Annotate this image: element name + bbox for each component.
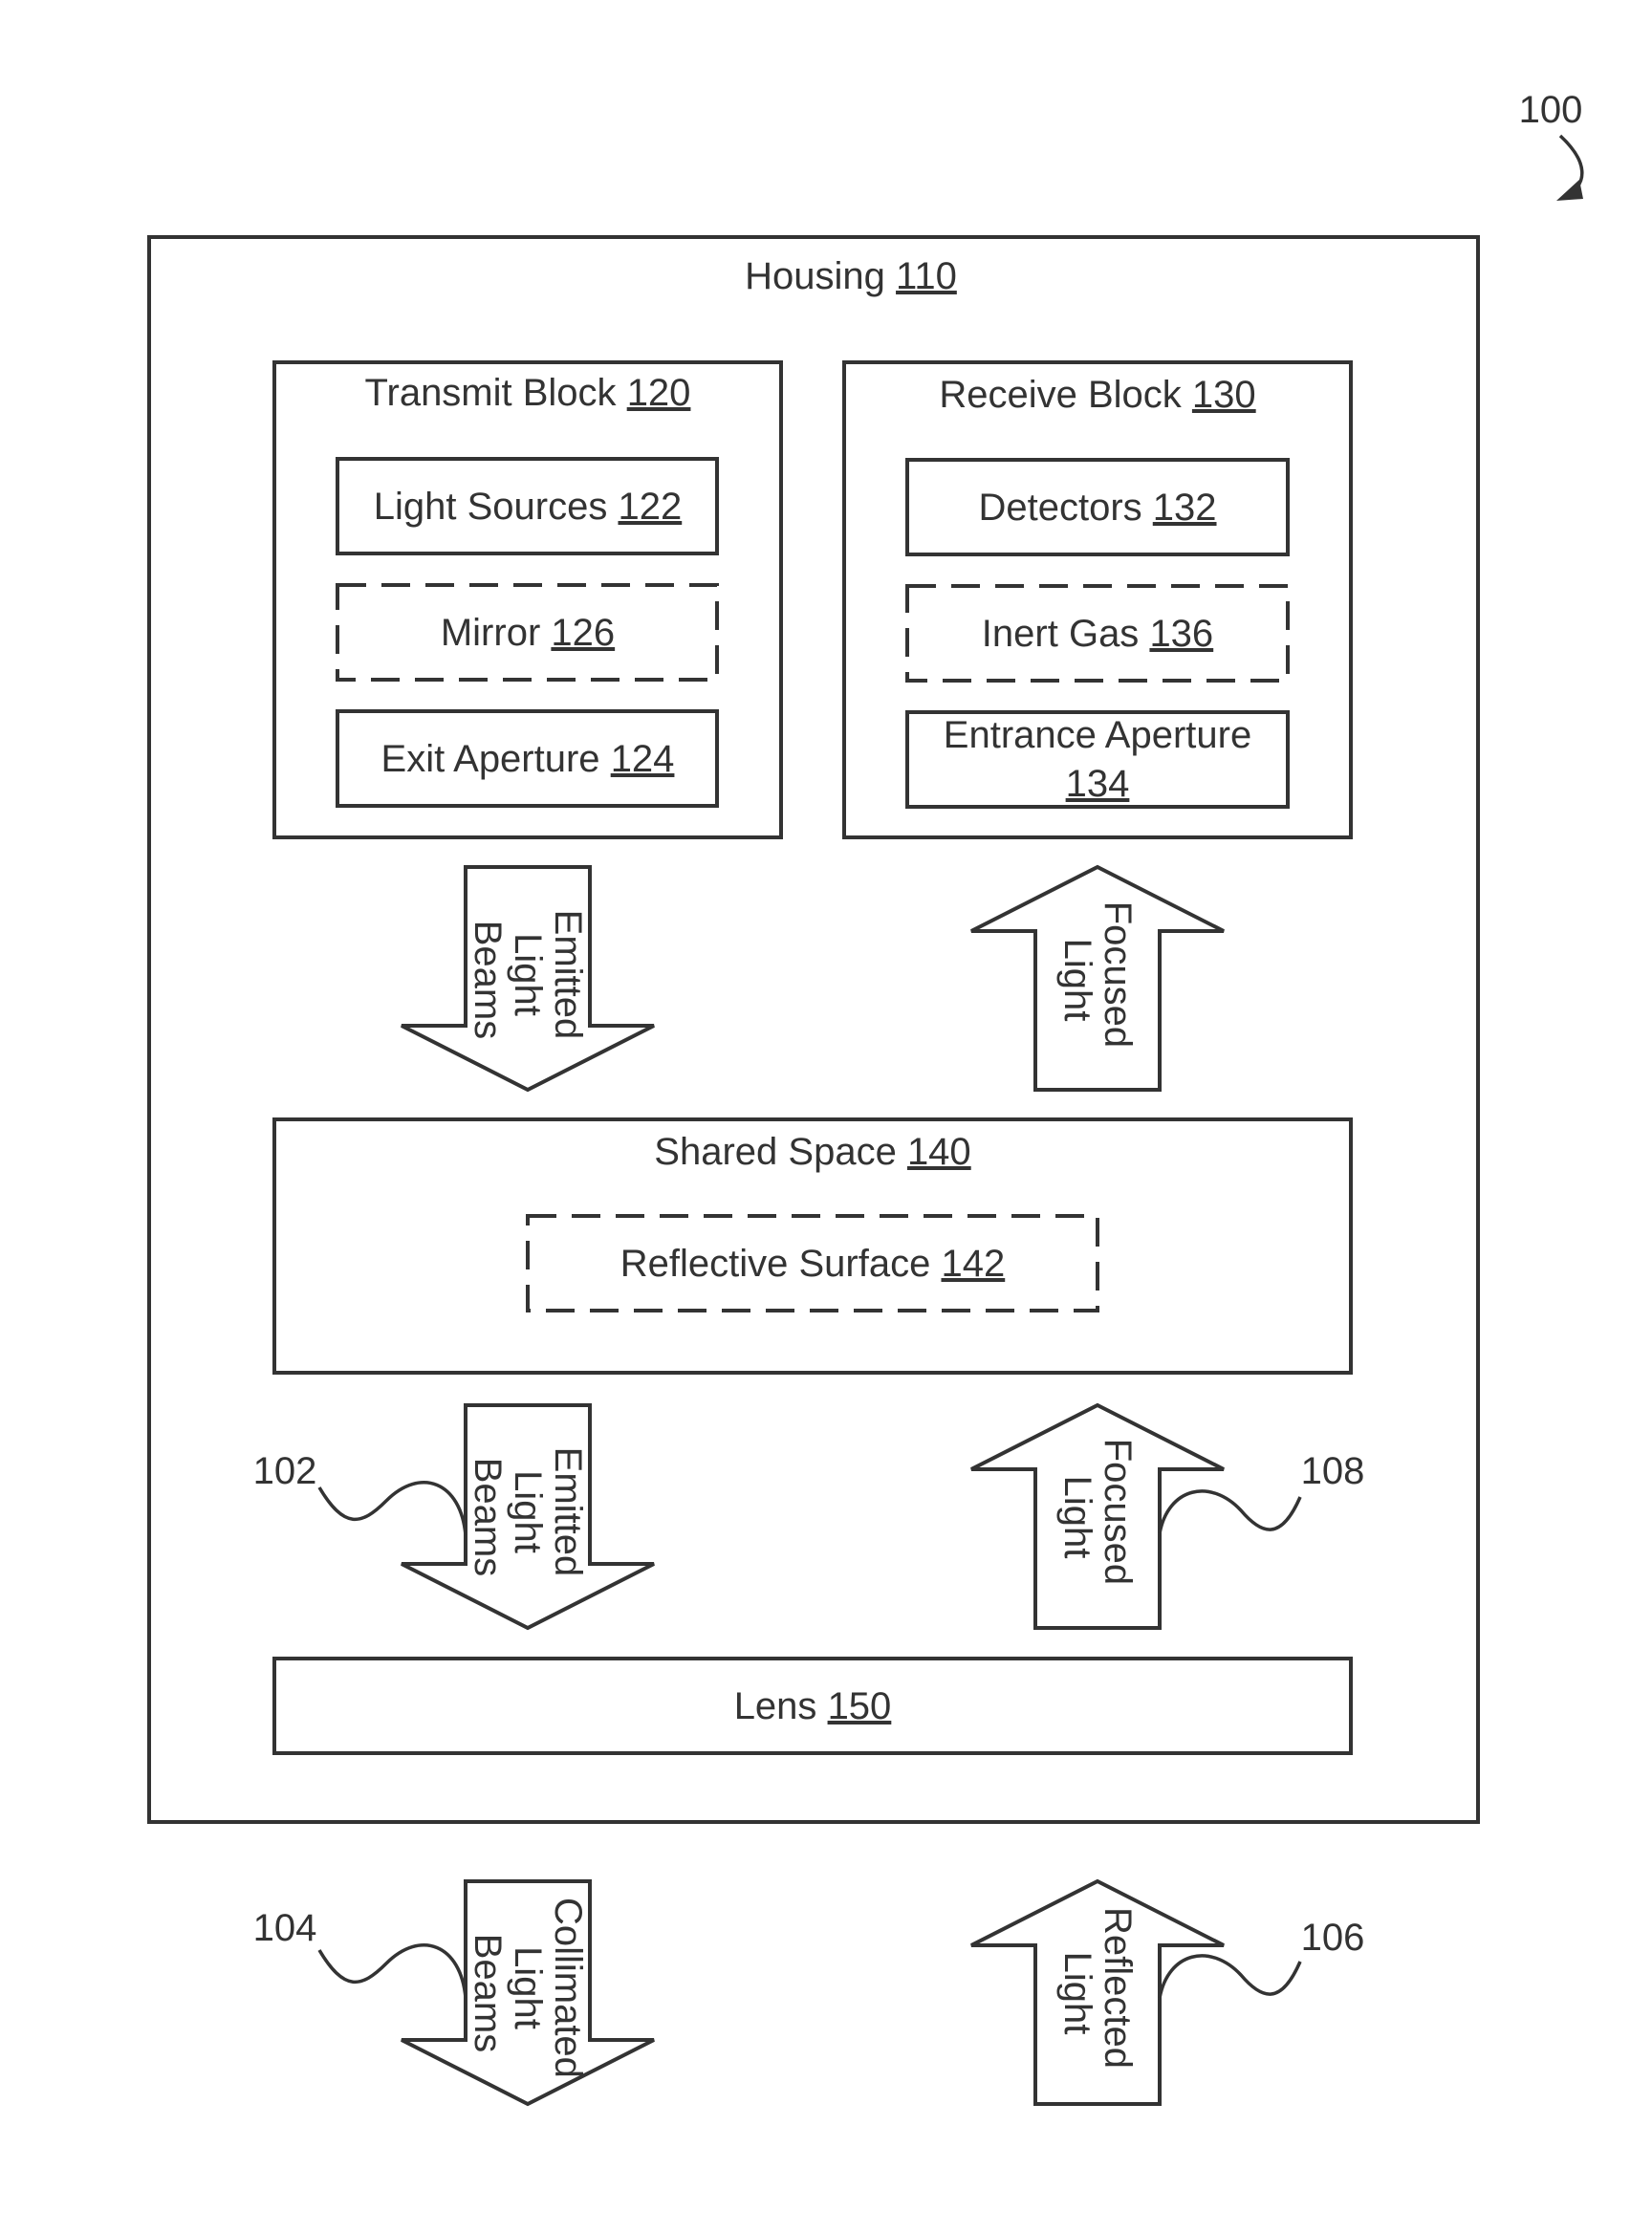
receive-block-title: Receive Block 130: [939, 374, 1255, 416]
focused-lower-line-2: Light: [1056, 1476, 1098, 1559]
inert-gas-label: Inert Gas 136: [982, 613, 1213, 655]
ref-108-leader: [1160, 1491, 1300, 1533]
ref-102-label: 102: [253, 1450, 317, 1492]
entrance-aperture-label: Entrance Aperture: [944, 714, 1251, 756]
light-sources-label: Light Sources 122: [374, 486, 682, 528]
lens-label: Lens 150: [734, 1685, 892, 1727]
emitted-lower-line-3: Beams: [467, 1458, 509, 1577]
figure-ref-arrowhead-icon: [1556, 180, 1583, 201]
housing-box: [149, 237, 1478, 1822]
detectors-label: Detectors 132: [978, 487, 1216, 529]
housing-title: Housing 110: [745, 255, 957, 297]
entrance-aperture-number: 134: [1066, 763, 1130, 805]
emitted-upper-line-3: Beams: [467, 921, 509, 1040]
figure-ref-label: 100: [1519, 89, 1583, 131]
ref-104-leader: [319, 1945, 466, 1998]
reflective-surface-label: Reflective Surface 142: [620, 1243, 1005, 1285]
collimated-line-1: Collimated: [547, 1898, 589, 2078]
ref-106-label: 106: [1301, 1917, 1365, 1959]
focused-upper-line-1: Focused: [1097, 901, 1139, 1048]
focused-lower-line-1: Focused: [1097, 1439, 1139, 1585]
reflected-line-1: Reflected: [1097, 1907, 1139, 2069]
collimated-line-3: Beams: [467, 1934, 509, 2053]
mirror-label: Mirror 126: [441, 612, 615, 654]
shared-space-title: Shared Space 140: [654, 1131, 970, 1173]
ref-108-label: 108: [1301, 1450, 1365, 1492]
exit-aperture-label: Exit Aperture 124: [381, 738, 675, 780]
emitted-lower-line-2: Light: [507, 1470, 549, 1553]
emitted-lower-line-1: Emitted: [547, 1447, 589, 1577]
ref-104-label: 104: [253, 1907, 317, 1949]
ref-102-leader: [319, 1483, 466, 1535]
emitted-upper-line-2: Light: [507, 933, 549, 1016]
transmit-block-title: Transmit Block 120: [365, 372, 691, 414]
focused-upper-line-2: Light: [1056, 939, 1098, 1022]
reflected-line-2: Light: [1056, 1952, 1098, 2035]
ref-106-leader: [1160, 1956, 1300, 1998]
emitted-upper-line-1: Emitted: [547, 910, 589, 1040]
collimated-line-2: Light: [507, 1946, 549, 2029]
